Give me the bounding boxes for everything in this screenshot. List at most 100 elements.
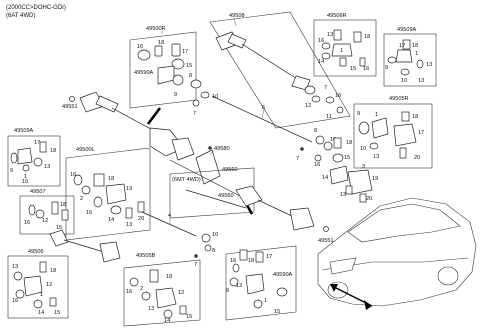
part-number-10[interactable]: 10 bbox=[360, 146, 366, 152]
part-number-18[interactable]: 18 bbox=[108, 176, 114, 182]
part-number-2[interactable]: 2 bbox=[80, 196, 83, 202]
part-number-18[interactable]: 18 bbox=[412, 43, 418, 49]
part-number-20[interactable]: 20 bbox=[366, 196, 372, 202]
part-number-1[interactable]: 1 bbox=[24, 174, 27, 180]
callout-49560-b[interactable]: 49560 bbox=[218, 193, 234, 199]
callout-49590a-bot[interactable]: 49590A bbox=[273, 272, 293, 278]
part-number-18[interactable]: 18 bbox=[50, 148, 56, 154]
part-number-12[interactable]: 12 bbox=[42, 218, 48, 224]
callout-49509a-left[interactable]: 49509A bbox=[14, 128, 34, 134]
part-number-15[interactable]: 15 bbox=[274, 309, 280, 315]
part-number-17[interactable]: 17 bbox=[399, 43, 405, 49]
part-number-16[interactable]: 16 bbox=[318, 38, 324, 44]
callout-49500r[interactable]: 49500R bbox=[146, 26, 166, 32]
part-number-12[interactable]: 12 bbox=[305, 103, 311, 109]
callout-49505b[interactable]: 49505B bbox=[136, 253, 156, 259]
part-number-13[interactable]: 13 bbox=[373, 154, 379, 160]
part-number-10[interactable]: 10 bbox=[330, 137, 336, 143]
callout-49590a-top[interactable]: 49590A bbox=[134, 70, 154, 76]
part-number-14[interactable]: 14 bbox=[322, 175, 328, 181]
part-number-10[interactable]: 10 bbox=[212, 94, 218, 100]
part-number-18[interactable]: 18 bbox=[158, 40, 164, 46]
part-number-20[interactable]: 20 bbox=[138, 216, 144, 222]
part-number-13[interactable]: 13 bbox=[340, 192, 346, 198]
part-number-17[interactable]: 17 bbox=[418, 130, 424, 136]
part-number-14[interactable]: 14 bbox=[108, 217, 114, 223]
part-number-3[interactable]: 3 bbox=[362, 164, 365, 170]
part-number-2[interactable]: 2 bbox=[140, 286, 143, 292]
part-number-7[interactable]: 7 bbox=[296, 156, 299, 162]
part-number-1[interactable]: 1 bbox=[340, 48, 343, 54]
part-number-1[interactable]: 1 bbox=[40, 292, 43, 298]
part-number-16[interactable]: 16 bbox=[12, 298, 18, 304]
part-number-18[interactable]: 18 bbox=[60, 202, 66, 208]
callout-49509a-top[interactable]: 49509A bbox=[397, 27, 417, 33]
callout-49500l[interactable]: 49500L bbox=[76, 147, 95, 153]
part-number-15[interactable]: 15 bbox=[56, 225, 62, 231]
part-number-18[interactable]: 18 bbox=[166, 274, 172, 280]
part-number-16[interactable]: 16 bbox=[24, 220, 30, 226]
part-number-1[interactable]: 1 bbox=[415, 51, 418, 57]
part-number-8[interactable]: 8 bbox=[189, 73, 192, 79]
part-number-8[interactable]: 8 bbox=[314, 128, 317, 134]
part-number-12[interactable]: 12 bbox=[236, 283, 242, 289]
part-number-16[interactable]: 16 bbox=[126, 289, 132, 295]
part-number-18[interactable]: 18 bbox=[412, 114, 418, 120]
part-number-1[interactable]: 1 bbox=[264, 298, 267, 304]
part-number-8[interactable]: 8 bbox=[212, 248, 215, 254]
callout-49551-top[interactable]: 49551 bbox=[62, 104, 78, 110]
part-number-7[interactable]: 7 bbox=[324, 85, 327, 91]
part-number-16[interactable]: 16 bbox=[335, 93, 341, 99]
part-number-12[interactable]: 12 bbox=[46, 282, 52, 288]
part-number-7[interactable]: 7 bbox=[193, 111, 196, 117]
part-number-10[interactable]: 10 bbox=[401, 78, 407, 84]
part-number-9[interactable]: 9 bbox=[174, 92, 177, 98]
part-number-12[interactable]: 12 bbox=[178, 290, 184, 296]
part-number-15[interactable]: 15 bbox=[350, 66, 356, 72]
callout-49551-bot[interactable]: 49551 bbox=[318, 238, 334, 244]
callout-49506[interactable]: 49506 bbox=[28, 249, 44, 255]
part-number-20[interactable]: 20 bbox=[414, 155, 420, 161]
part-number-18[interactable]: 18 bbox=[346, 140, 352, 146]
callout-49505r[interactable]: 49505R bbox=[389, 96, 409, 102]
part-number-15[interactable]: 15 bbox=[186, 314, 192, 320]
part-number-19[interactable]: 19 bbox=[372, 176, 378, 182]
part-number-18[interactable]: 18 bbox=[364, 34, 370, 40]
part-number-1[interactable]: 1 bbox=[375, 112, 378, 118]
part-number-16[interactable]: 16 bbox=[70, 172, 76, 178]
part-number-16[interactable]: 16 bbox=[137, 44, 143, 50]
part-number-18[interactable]: 18 bbox=[50, 268, 56, 274]
part-number-15[interactable]: 15 bbox=[54, 310, 60, 316]
part-number-13[interactable]: 13 bbox=[327, 32, 333, 38]
part-number-13[interactable]: 13 bbox=[418, 78, 424, 84]
part-number-13[interactable]: 13 bbox=[12, 264, 18, 270]
part-number-16[interactable]: 16 bbox=[86, 210, 92, 216]
part-number-15[interactable]: 15 bbox=[344, 155, 350, 161]
part-number-16[interactable]: 16 bbox=[363, 66, 369, 72]
part-number-9[interactable]: 9 bbox=[357, 111, 360, 117]
callout-49507[interactable]: 49507 bbox=[30, 189, 46, 195]
part-number-17[interactable]: 17 bbox=[182, 49, 188, 55]
part-number-10[interactable]: 10 bbox=[212, 232, 218, 238]
part-number-6[interactable]: 6 bbox=[262, 105, 265, 111]
callout-49508[interactable]: 49508 bbox=[229, 13, 245, 19]
part-number-11[interactable]: 11 bbox=[326, 114, 332, 120]
part-number-18[interactable]: 18 bbox=[248, 258, 254, 264]
part-number-17[interactable]: 17 bbox=[34, 140, 40, 146]
part-number-19[interactable]: 19 bbox=[126, 186, 132, 192]
part-number-17[interactable]: 17 bbox=[266, 254, 272, 260]
callout-49506r[interactable]: 49506R bbox=[327, 13, 347, 19]
part-number-4[interactable]: 4 bbox=[168, 213, 171, 219]
part-number-9[interactable]: 9 bbox=[385, 65, 388, 71]
part-number-9[interactable]: 9 bbox=[10, 168, 13, 174]
part-number-14[interactable]: 14 bbox=[38, 310, 44, 316]
part-number-7[interactable]: 7 bbox=[194, 262, 197, 268]
part-number-10[interactable]: 10 bbox=[22, 179, 28, 185]
part-number-9[interactable]: 9 bbox=[226, 288, 229, 294]
part-number-14[interactable]: 14 bbox=[164, 318, 170, 324]
part-number-13[interactable]: 13 bbox=[44, 164, 50, 170]
part-number-15[interactable]: 15 bbox=[186, 63, 192, 69]
callout-49580[interactable]: 49580 bbox=[214, 146, 230, 152]
part-number-16[interactable]: 16 bbox=[314, 162, 320, 168]
part-number-14[interactable]: 14 bbox=[318, 59, 324, 65]
